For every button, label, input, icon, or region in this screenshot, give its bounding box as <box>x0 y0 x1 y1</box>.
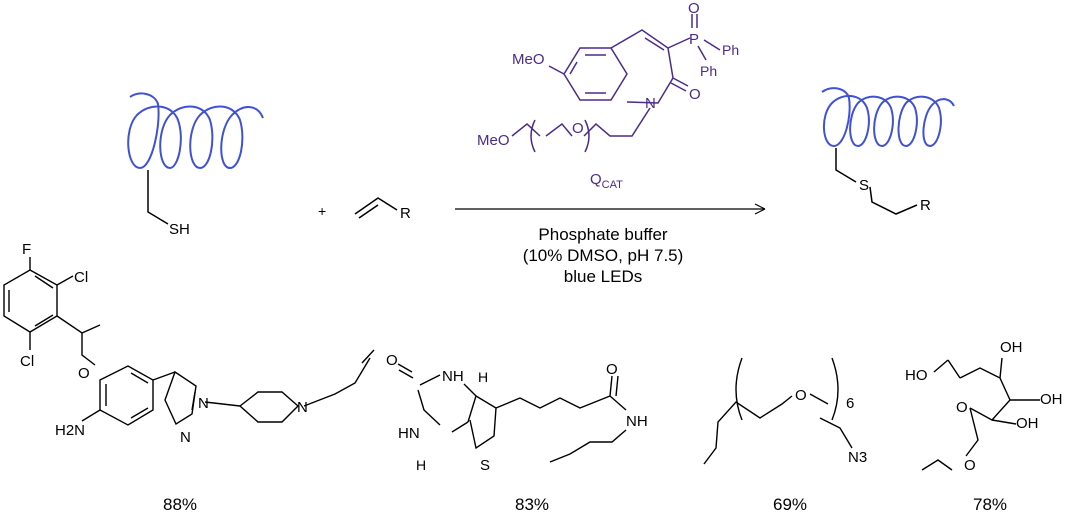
catalyst-label: QCAT <box>590 171 623 191</box>
substrate-3-structure <box>703 357 853 465</box>
substrate-4-oh-top: OH <box>1000 339 1023 356</box>
substrate-4-oh-lower: OH <box>1016 415 1039 432</box>
catalyst-phosphorus: P <box>689 31 699 48</box>
catalyst-p-oxygen: O <box>688 0 700 17</box>
substrate-2-s: S <box>480 457 490 474</box>
substrate-1-n-pyrazole: N <box>198 395 209 412</box>
substrate-1-n-piperidine: N <box>297 399 308 416</box>
product-sulfur-label: S <box>859 177 869 194</box>
substrate-4-ho: HO <box>905 367 928 384</box>
catalyst-meo-top: MeO <box>512 51 545 68</box>
catalyst-ring-o: O <box>689 86 701 103</box>
plus-sign: + <box>318 203 326 219</box>
catalyst-structure <box>511 14 721 153</box>
substrate-4-structure <box>921 357 1040 471</box>
substrate-3-azide: N3 <box>848 449 867 466</box>
catalyst-ring-n: N <box>645 95 656 112</box>
substrate-1-n-pyrazole-2: N <box>180 429 191 446</box>
substrate-2-o-amide: O <box>606 361 618 378</box>
catalyst-ph-1: Ph <box>722 42 739 58</box>
substrate-4-ether-o: O <box>964 457 976 474</box>
substrate-3-n-repeat: 6 <box>846 395 854 412</box>
substrate-1-cl-top: Cl <box>74 269 88 286</box>
product-r-label: R <box>920 197 931 214</box>
substrate-2-hn: HN <box>398 425 420 442</box>
substrate-4-oh-right: OH <box>1040 391 1063 408</box>
reaction-arrowhead <box>754 203 766 215</box>
substrate-2-o: O <box>386 352 398 369</box>
catalyst-meo-bottom: MeO <box>477 132 510 149</box>
product-side-chain <box>835 148 918 215</box>
substrate-4-yield: 78% <box>973 495 1007 514</box>
substrate-2-nh-amide: NH <box>626 413 648 430</box>
substrate-2-h-top: H <box>478 369 488 385</box>
substrate-1-f: F <box>22 241 31 258</box>
condition-line-1: Phosphate buffer <box>538 225 668 244</box>
substrate-1-o: O <box>78 365 90 382</box>
substrate-3-yield: 69% <box>773 495 807 514</box>
substrate-1-structure <box>3 257 375 426</box>
substrate-1-nh2: H2N <box>55 422 85 439</box>
cysteine-side-chain <box>147 170 169 225</box>
product-peptide-helix <box>821 87 955 148</box>
alkene-r-label: R <box>400 205 411 222</box>
substrate-2-yield: 83% <box>515 495 549 514</box>
substrate-2-h-bottom: H <box>416 457 426 473</box>
substrate-4-ring-o: O <box>956 399 968 416</box>
catalyst-ph-2: Ph <box>700 63 717 79</box>
substrate-1-yield: 88% <box>163 495 197 514</box>
condition-line-2: (10% DMSO, pH 7.5) <box>523 246 684 265</box>
condition-line-3: blue LEDs <box>564 267 642 286</box>
substrate-3-o: O <box>795 387 807 404</box>
substrate-1-cl-bottom: Cl <box>20 353 34 370</box>
alkene-reagent <box>354 197 398 219</box>
substrate-2-structure <box>397 363 627 463</box>
catalyst-peg-o: O <box>572 120 584 137</box>
thiol-label: SH <box>169 221 190 238</box>
reactant-peptide-helix <box>127 92 264 170</box>
substrate-2-nh: NH <box>442 368 464 385</box>
